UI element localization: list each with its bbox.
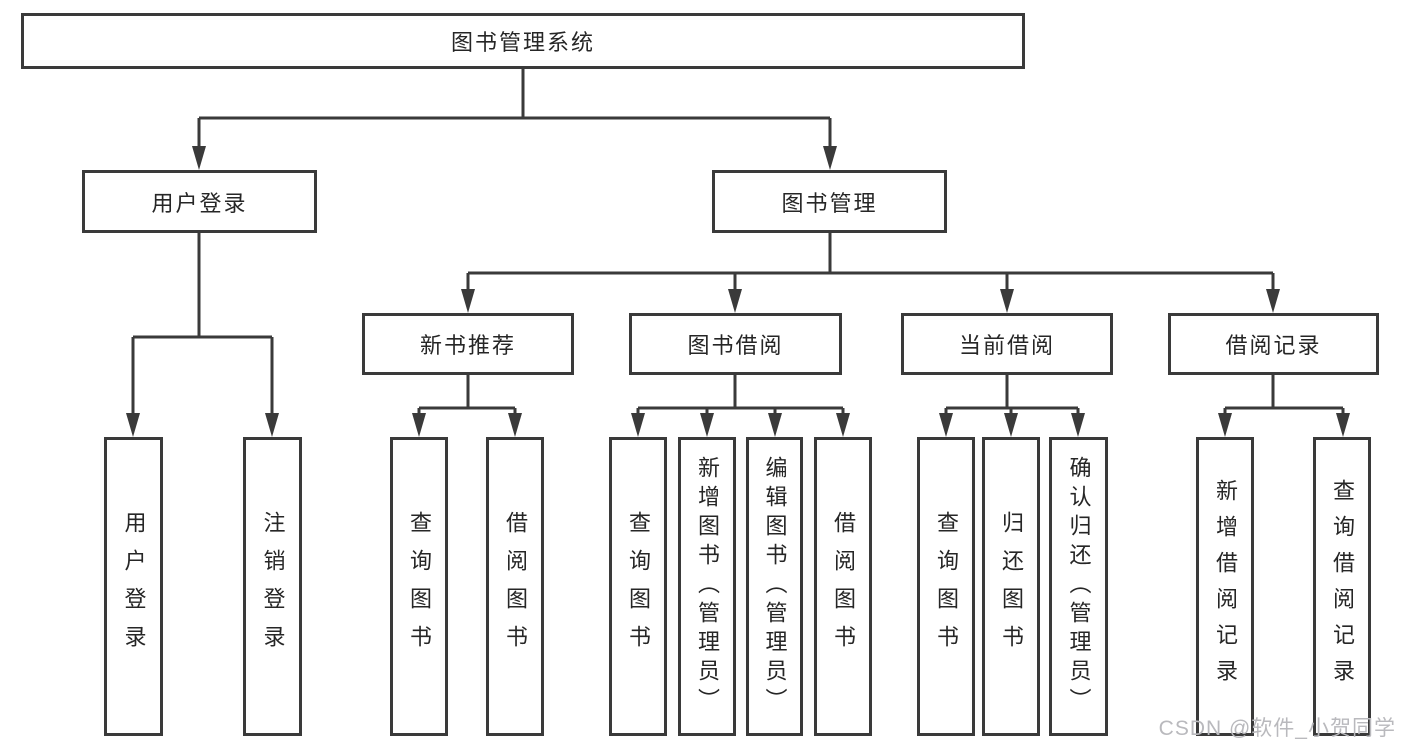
leaf-query-books-borrow-label: 查询图书 [626,510,651,663]
leaf-query-borrow-record: 查询借阅记录 [1313,437,1371,736]
leaf-query-books-borrow: 查询图书 [609,437,667,736]
leaf-logout: 注销登录 [243,437,302,736]
leaf-edit-book-admin: 编辑图书（管理员） [746,437,803,736]
leaf-query-borrow-record-label: 查询借阅记录 [1330,478,1355,695]
leaf-add-borrow-record: 新增借阅记录 [1196,437,1254,736]
node-borrow-records: 借阅记录 [1168,313,1379,375]
leaf-borrow-books-recommend: 借阅图书 [486,437,544,736]
node-book-management: 图书管理 [712,170,947,233]
leaf-add-book-admin: 新增图书（管理员） [678,437,736,736]
leaf-query-books-current-label: 查询图书 [934,510,959,663]
leaf-add-book-admin-label: 新增图书（管理员） [695,456,720,717]
node-new-book-recommend-label: 新书推荐 [419,333,516,358]
csdn-watermark: CSDN @软件_小贺同学 [1158,717,1396,740]
leaf-add-borrow-record-label: 新增借阅记录 [1213,478,1238,695]
node-user-login-label: 用户登录 [151,190,248,216]
node-book-borrow-label: 图书借阅 [687,333,784,358]
node-borrow-records-label: 借阅记录 [1225,333,1322,358]
node-root-system: 图书管理系统 [21,13,1025,69]
leaf-borrow-books: 借阅图书 [814,437,872,736]
leaf-query-books-current: 查询图书 [917,437,975,736]
node-current-borrow: 当前借阅 [901,313,1113,375]
node-book-borrow: 图书借阅 [629,313,842,375]
node-new-book-recommend: 新书推荐 [362,313,574,375]
leaf-confirm-return-admin-label: 确认归还（管理员） [1066,456,1092,717]
node-current-borrow-label: 当前借阅 [958,333,1055,358]
leaf-confirm-return-admin: 确认归还（管理员） [1049,437,1108,736]
leaf-return-book: 归还图书 [982,437,1040,736]
leaf-return-book-label: 归还图书 [999,510,1024,663]
node-book-management-label: 图书管理 [781,190,878,216]
leaf-query-books-recommend-label: 查询图书 [407,510,432,663]
leaf-borrow-books-label: 借阅图书 [831,510,856,663]
leaf-query-books-recommend: 查询图书 [390,437,448,736]
node-root-label: 图书管理系统 [450,30,595,55]
leaf-edit-book-admin-label: 编辑图书（管理员） [762,456,788,717]
node-user-login: 用户登录 [82,170,317,233]
leaf-borrow-books-recommend-label: 借阅图书 [503,510,528,663]
connector-paths [131,69,1345,417]
leaf-user-login: 用户登录 [104,437,163,736]
arrowheads [126,146,1350,437]
leaf-user-login-label: 用户登录 [121,510,147,663]
leaf-logout-label: 注销登录 [260,510,286,663]
